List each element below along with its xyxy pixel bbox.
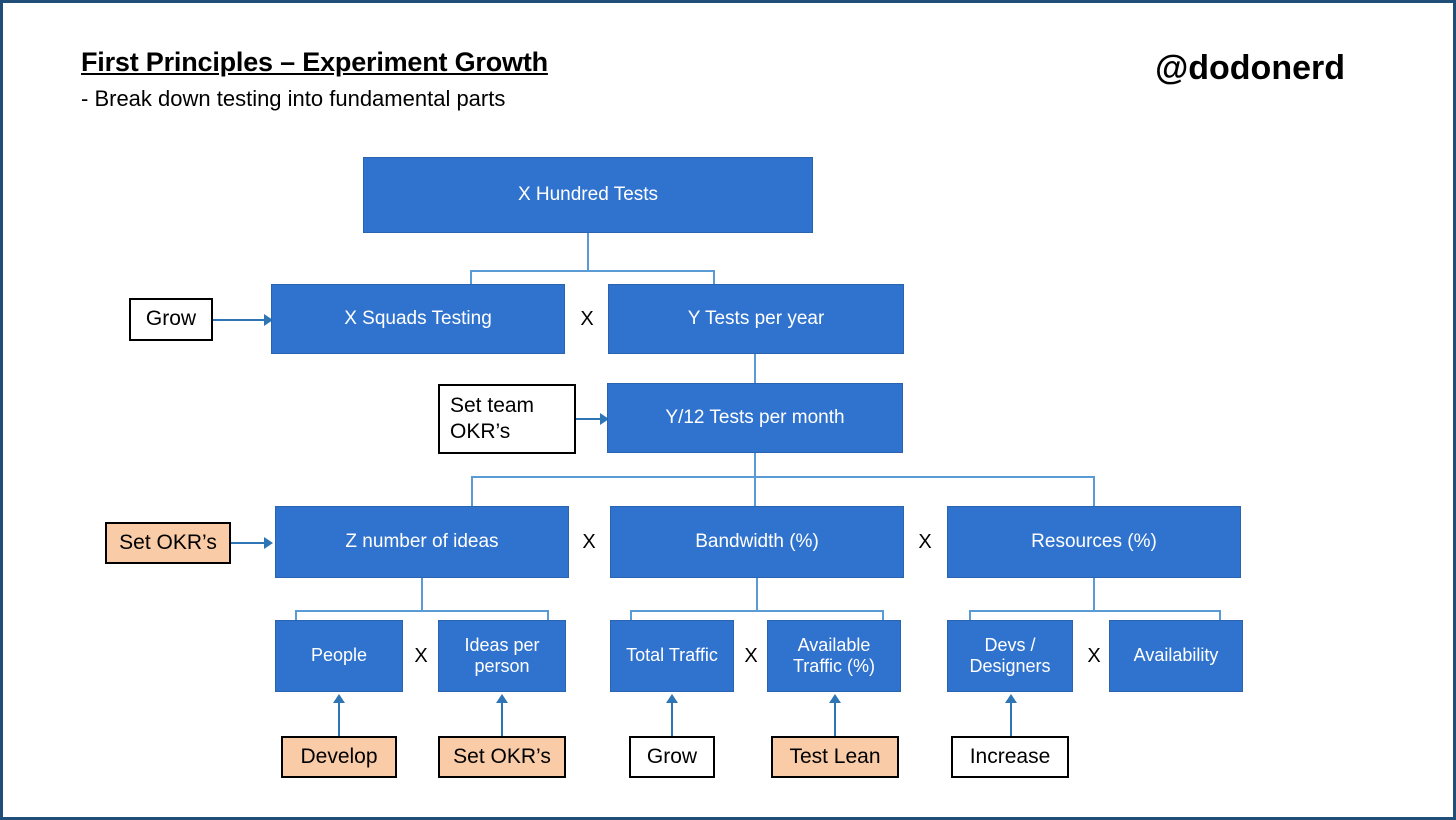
node-devs-designers[interactable]: Devs / Designers [947, 620, 1073, 692]
connector-resources-stem [1093, 578, 1095, 612]
connector-level2-right [713, 270, 715, 285]
page-title: First Principles – Experiment Growth [81, 47, 548, 77]
connector-level4-left [471, 476, 473, 506]
connector-ideas-left [295, 610, 297, 621]
node-x-squads-testing[interactable]: X Squads Testing [271, 284, 565, 354]
arrow-head-set-okrs-person [496, 694, 508, 703]
connector-resources-bar [969, 610, 1221, 612]
connector-resources-left [969, 610, 971, 621]
connector-ideas-right [547, 610, 549, 621]
arrow-head-set-team-okrs [600, 413, 609, 425]
connector-level2-left [470, 270, 472, 285]
node-y-tests-per-year[interactable]: Y Tests per year [608, 284, 904, 354]
multiplier-row4-b: X [918, 530, 932, 553]
action-set-okrs-ideas[interactable]: Set OKR’s [105, 522, 231, 564]
node-y12-tests-per-month[interactable]: Y/12 Tests per month [607, 383, 903, 453]
arrow-head-set-okrs-ideas [264, 537, 273, 549]
arrow-line-set-team-okrs [576, 418, 602, 420]
arrow-line-grow-traffic [671, 703, 673, 737]
connector-bandwidth-left [630, 610, 632, 621]
arrow-line-test-lean [834, 703, 836, 737]
node-resources[interactable]: Resources (%) [947, 506, 1241, 578]
node-ideas-per-person[interactable]: Ideas per person [438, 620, 566, 692]
connector-root-stem [587, 233, 589, 271]
connector-ideas-stem [421, 578, 423, 612]
action-grow-squads[interactable]: Grow [129, 298, 213, 341]
connector-bandwidth-stem [756, 578, 758, 612]
node-z-number-of-ideas[interactable]: Z number of ideas [275, 506, 569, 578]
arrow-head-increase [1005, 694, 1017, 703]
node-total-traffic[interactable]: Total Traffic [610, 620, 734, 692]
connector-year-to-month [754, 354, 756, 383]
action-set-okrs-person[interactable]: Set OKR’s [438, 736, 566, 778]
node-available-traffic[interactable]: Available Traffic (%) [767, 620, 901, 692]
multiplier-row4-a: X [582, 530, 596, 553]
connector-level4-right [1093, 476, 1095, 506]
arrow-line-grow-squads [213, 319, 265, 321]
arrow-line-set-okrs-ideas [231, 542, 265, 544]
connector-month-stem [754, 453, 756, 506]
arrow-line-develop [338, 703, 340, 737]
arrow-head-grow-traffic [666, 694, 678, 703]
author-handle: @dodonerd [1155, 49, 1345, 87]
connector-ideas-bar [295, 610, 549, 612]
connector-resources-right [1219, 610, 1221, 621]
action-increase[interactable]: Increase [951, 736, 1069, 778]
connector-level4-bar [471, 476, 1095, 478]
node-people[interactable]: People [275, 620, 403, 692]
arrow-head-grow-squads [264, 314, 273, 326]
multiplier-row2: X [580, 307, 594, 330]
arrow-line-increase [1010, 703, 1012, 737]
connector-bandwidth-bar [630, 610, 884, 612]
arrow-line-set-okrs-person [501, 703, 503, 737]
page-subtitle: - Break down testing into fundamental pa… [81, 86, 506, 111]
action-set-team-okrs[interactable]: Set team OKR’s [438, 384, 576, 454]
action-develop[interactable]: Develop [281, 736, 397, 778]
node-bandwidth[interactable]: Bandwidth (%) [610, 506, 904, 578]
connector-level2-bar [470, 270, 715, 272]
action-test-lean[interactable]: Test Lean [771, 736, 899, 778]
action-grow-traffic[interactable]: Grow [629, 736, 715, 778]
multiplier-row5-b: X [744, 644, 758, 667]
arrow-head-test-lean [829, 694, 841, 703]
node-x-hundred-tests[interactable]: X Hundred Tests [363, 157, 813, 233]
node-availability[interactable]: Availability [1109, 620, 1243, 692]
arrow-head-develop [333, 694, 345, 703]
multiplier-row5-c: X [1087, 644, 1101, 667]
connector-bandwidth-right [882, 610, 884, 621]
multiplier-row5-a: X [414, 644, 428, 667]
